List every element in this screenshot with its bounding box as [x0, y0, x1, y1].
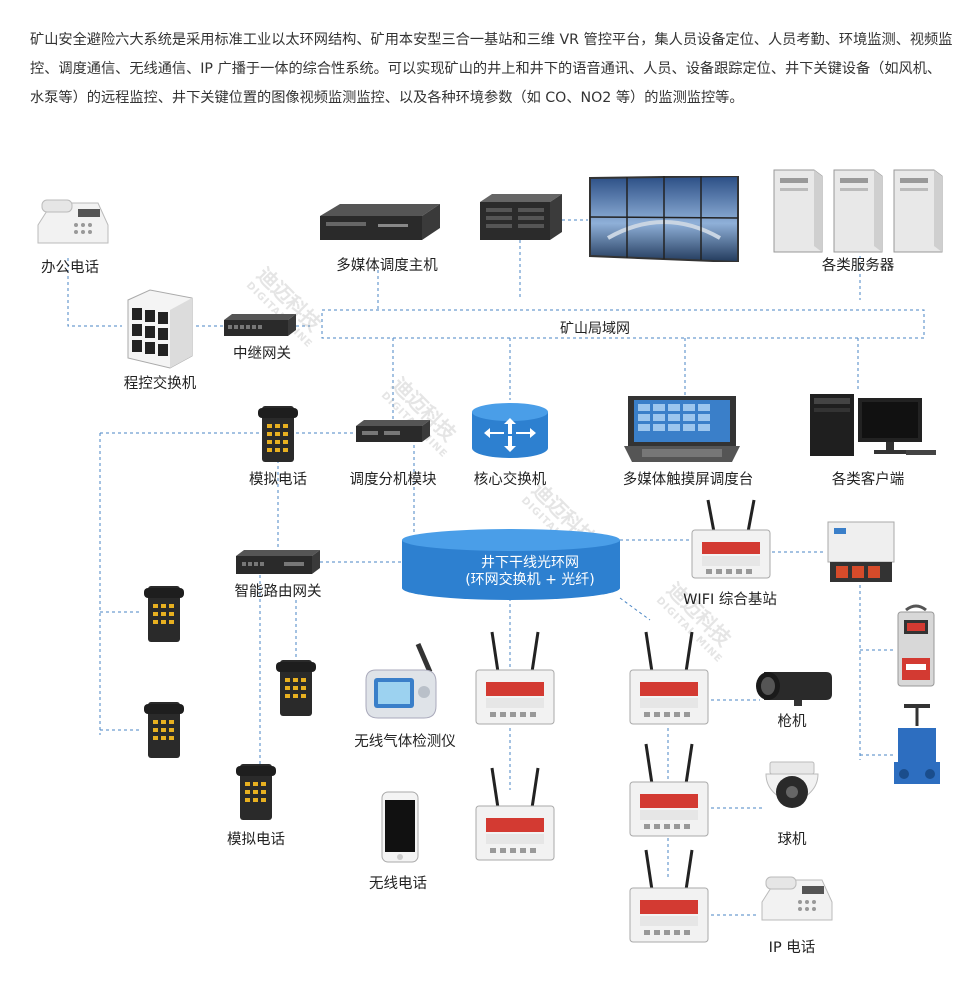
analog-phone-top-label: 模拟电话	[249, 472, 307, 488]
pbx-icon	[127, 289, 193, 369]
ring-network-label: 井下干线光环网 (环网交换机 + 光纤)	[465, 555, 595, 588]
core-switch-icon	[472, 403, 548, 458]
relay-gateway-label: 中继网关	[233, 346, 291, 362]
ip-phone-label: IP 电话	[768, 940, 816, 956]
positioning-reader-icon	[827, 521, 895, 582]
analog-phone-icon	[276, 660, 316, 716]
gas-detector-icon	[365, 643, 437, 719]
base-station-icon	[629, 849, 709, 943]
dispatch-module-icon	[356, 420, 430, 442]
touch-console-icon	[624, 396, 740, 462]
video-recorder-icon	[480, 194, 562, 240]
base-station-icon	[475, 767, 555, 861]
mine-lan-label: 矿山局域网	[560, 321, 630, 337]
wifi-station-icon	[691, 499, 771, 579]
video-wall-icon	[589, 176, 739, 262]
smart-gateway-icon	[236, 550, 320, 574]
analog-phone-icon	[144, 586, 184, 642]
ip-phone-icon	[761, 876, 833, 921]
clients-icon	[810, 394, 936, 456]
dispatch-module-label: 调度分机模块	[349, 472, 437, 488]
ring-network-icon	[402, 529, 620, 600]
touch-console-label: 多媒体触摸屏调度台	[622, 472, 754, 488]
dome-camera-label: 球机	[777, 832, 807, 848]
analog-phone-bottom-label: 模拟电话	[227, 832, 285, 848]
analog-phone-icon	[144, 702, 184, 758]
valve-icon	[894, 704, 940, 784]
base-station-icon	[475, 631, 555, 725]
base-station-icon	[629, 743, 709, 837]
servers-icon	[773, 169, 943, 253]
wireless-phone-label: 无线电话	[369, 876, 427, 892]
gas-detector-label: 无线气体检测仪	[354, 734, 456, 750]
intro-paragraph: 矿山安全避险六大系统是采用标准工业以太环网结构、矿用本安型三合一基站和三维 VR…	[30, 32, 953, 106]
analog-phone-icon	[236, 764, 276, 820]
media-host-label: 多媒体调度主机	[336, 258, 438, 274]
office-phone-icon	[37, 199, 109, 244]
relay-gateway-icon	[224, 314, 296, 336]
analog-phone-icon	[258, 406, 298, 462]
media-host-icon	[320, 204, 440, 240]
servers-label: 各类服务器	[821, 258, 895, 274]
core-switch-label: 核心交换机	[473, 472, 547, 488]
pbx-label: 程控交换机	[123, 376, 197, 392]
base-station-icon	[629, 631, 709, 725]
office-phone-label: 办公电话	[41, 260, 99, 276]
clients-label: 各类客户端	[831, 472, 905, 488]
smart-gateway-label: 智能路由网关	[234, 584, 322, 600]
gun-camera-label: 枪机	[777, 714, 807, 730]
wifi-station-label: WIFI 综合基站	[683, 592, 777, 608]
gun-camera-icon	[756, 672, 832, 706]
wireless-phone-icon	[381, 791, 419, 863]
methane-sensor-icon	[897, 604, 935, 687]
dome-camera-icon	[765, 761, 819, 808]
